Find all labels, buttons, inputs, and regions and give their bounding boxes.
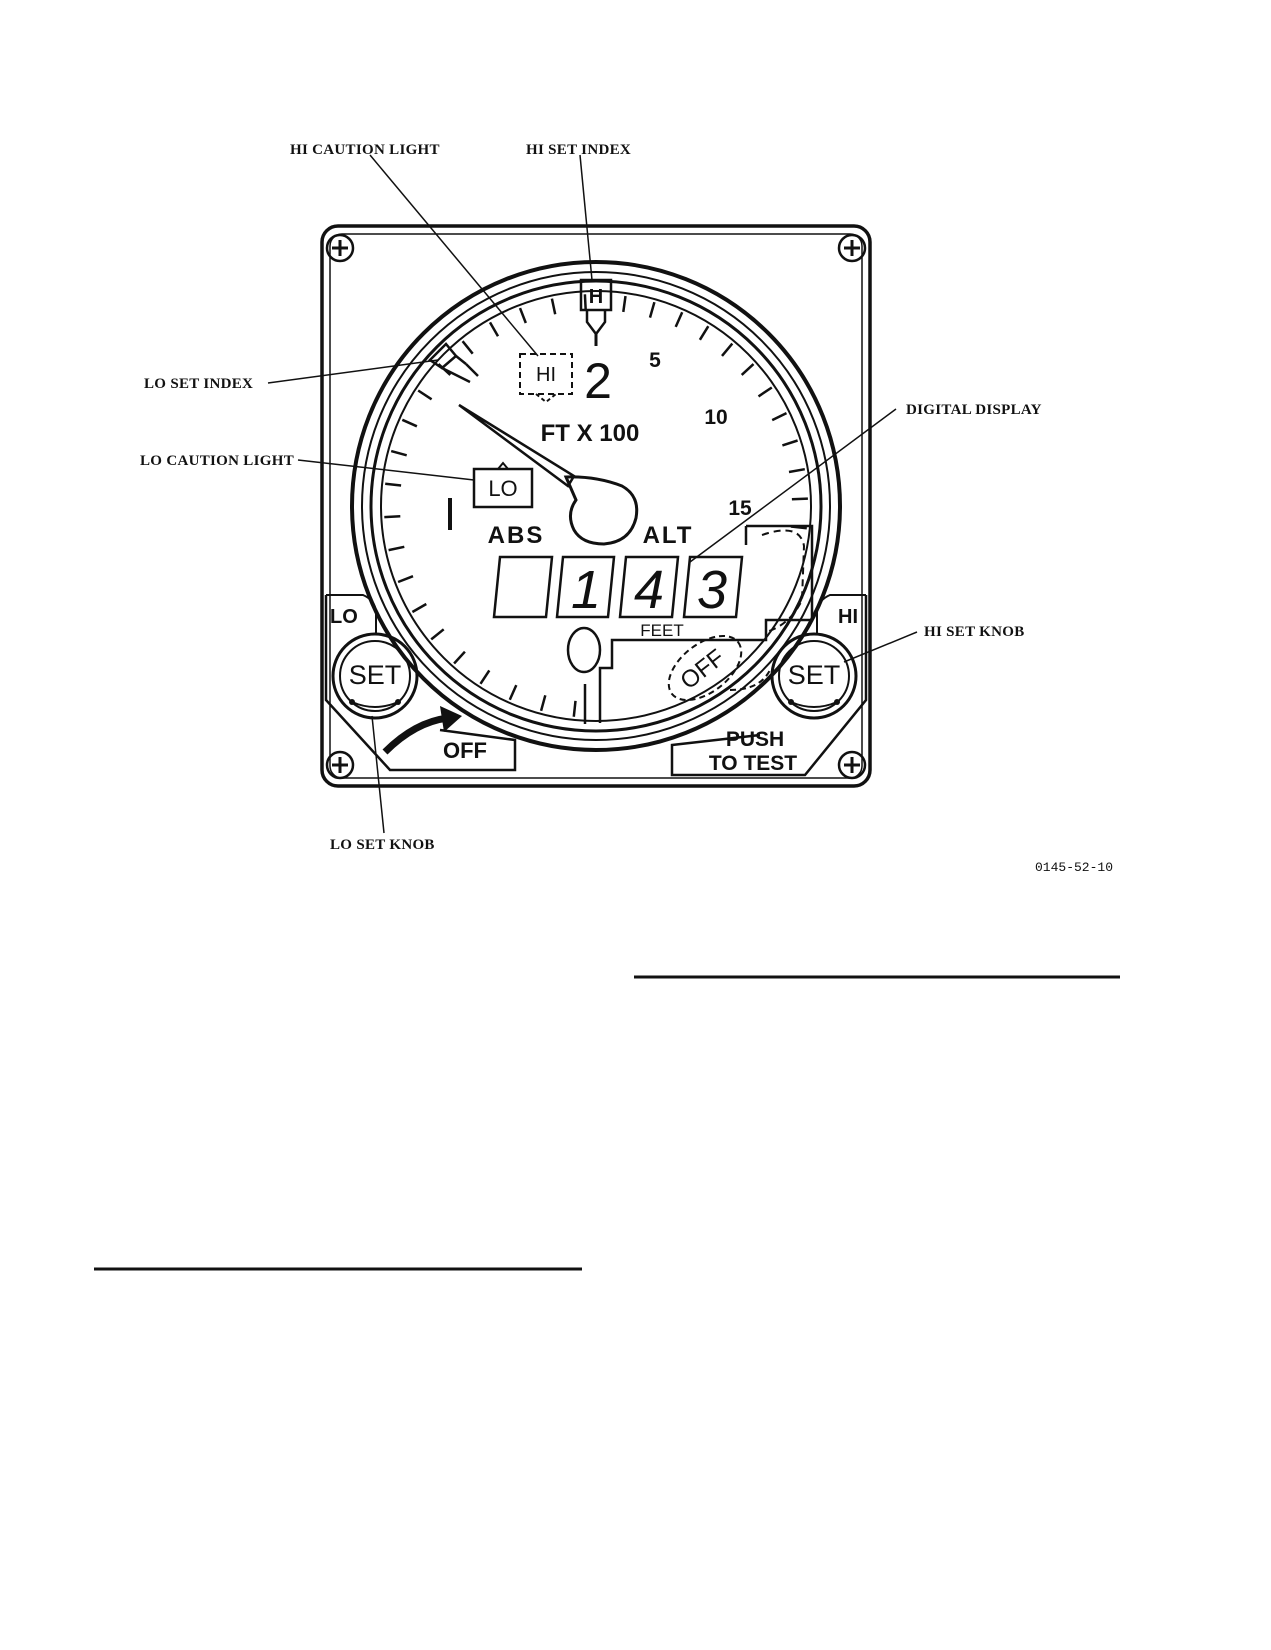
scale-tick bbox=[384, 515, 401, 519]
scale-tick bbox=[461, 340, 474, 355]
callout-hi-set-knob: HI SET KNOB bbox=[924, 624, 1025, 640]
scale-tick bbox=[791, 497, 808, 501]
hi-caution-light-label: HI bbox=[536, 364, 556, 386]
scale-tick bbox=[698, 325, 710, 341]
scale-tick bbox=[583, 294, 587, 311]
scale-tick bbox=[397, 575, 414, 584]
callout-hi-caution-light: HI CAUTION LIGHT bbox=[290, 142, 440, 158]
off-flag-label: OFF bbox=[675, 644, 729, 695]
scale-tick bbox=[401, 418, 418, 428]
scale-tick bbox=[453, 650, 466, 665]
hi-set-index[interactable] bbox=[579, 278, 613, 346]
corner-screw-icon bbox=[325, 233, 355, 263]
corner-screw-icon bbox=[837, 750, 867, 780]
abs-label: ABS bbox=[488, 522, 545, 549]
hi-set-knob-label: SET bbox=[788, 660, 841, 690]
lo-caution-light bbox=[472, 461, 534, 509]
callout-lo-set-knob: LO SET KNOB bbox=[330, 837, 435, 853]
push-to-test-line2: TO TEST bbox=[709, 752, 797, 775]
scale-tick bbox=[479, 669, 491, 685]
push-to-test-line1: PUSH bbox=[726, 728, 784, 751]
corner-screw-icon bbox=[837, 233, 867, 263]
hi-set-knob[interactable] bbox=[770, 632, 858, 720]
scale-tick bbox=[539, 694, 547, 712]
scale-tick bbox=[390, 449, 408, 457]
scale-tick bbox=[782, 439, 798, 447]
scale-tick bbox=[771, 411, 788, 422]
hi-set-index-letter: H bbox=[589, 286, 603, 308]
digital-display bbox=[583, 524, 814, 724]
callout-digital-display: DIGITAL DISPLAY bbox=[906, 402, 1042, 418]
scale-tick bbox=[411, 602, 427, 614]
scale-tick bbox=[385, 482, 402, 487]
scale-tick bbox=[572, 700, 577, 717]
leader-lines bbox=[267, 154, 918, 834]
alt-label: ALT bbox=[643, 522, 694, 549]
scale-tick bbox=[622, 295, 627, 313]
lo-set-knob[interactable] bbox=[331, 632, 419, 720]
scale-tick bbox=[417, 389, 433, 401]
scale-number-0: 2 bbox=[584, 353, 612, 409]
corner-screw-icon bbox=[325, 750, 355, 780]
figure-id: 0145-52-10 bbox=[1035, 860, 1113, 875]
scale-tick bbox=[508, 684, 518, 701]
lo-knob-plate bbox=[324, 594, 517, 772]
altitude-pointer bbox=[458, 403, 639, 546]
callout-lo-set-index: LO SET INDEX bbox=[144, 376, 253, 392]
scale-tick bbox=[388, 545, 405, 552]
off-arrow-icon bbox=[382, 706, 462, 755]
scale-tick bbox=[721, 342, 734, 357]
digit-window-2 bbox=[555, 555, 616, 619]
digit-window-3 bbox=[618, 555, 680, 619]
oval-indicator bbox=[566, 626, 602, 674]
digit-3: 4 bbox=[634, 560, 664, 620]
off-flag bbox=[667, 634, 771, 702]
digit-2: 1 bbox=[571, 560, 601, 620]
scale-tick bbox=[740, 363, 755, 376]
scale-number-15: 15 bbox=[728, 497, 752, 520]
hi-knob-plate bbox=[670, 594, 868, 777]
scale-number-10: 10 bbox=[704, 406, 727, 429]
scale-tick bbox=[788, 467, 806, 474]
units-label: FT X 100 bbox=[541, 420, 640, 447]
hi-knob-label: HI bbox=[838, 606, 858, 628]
hi-caution-light bbox=[519, 353, 573, 404]
digit-window-4 bbox=[682, 555, 744, 619]
lo-set-index[interactable] bbox=[428, 342, 479, 384]
scale-tick bbox=[674, 311, 684, 328]
lo-knob-label: LO bbox=[330, 606, 358, 628]
scale-tick bbox=[757, 386, 773, 398]
scale-number-5: 5 bbox=[649, 349, 661, 372]
off-label: OFF bbox=[443, 738, 487, 763]
digit-4: 3 bbox=[697, 560, 727, 620]
scale-tick bbox=[430, 628, 445, 641]
digit-window-1 bbox=[492, 555, 554, 619]
instrument-case bbox=[320, 224, 872, 788]
scale-tick bbox=[648, 301, 656, 318]
scale-tick bbox=[518, 307, 527, 324]
callout-hi-set-index: HI SET INDEX bbox=[526, 142, 631, 158]
lo-caution-light-label: LO bbox=[488, 476, 517, 501]
scale-tick bbox=[550, 298, 557, 315]
scale-tick bbox=[488, 321, 500, 337]
feet-label: FEET bbox=[640, 621, 683, 640]
callout-lo-caution-light: LO CAUTION LIGHT bbox=[140, 453, 294, 469]
lo-set-knob-label: SET bbox=[349, 660, 402, 690]
